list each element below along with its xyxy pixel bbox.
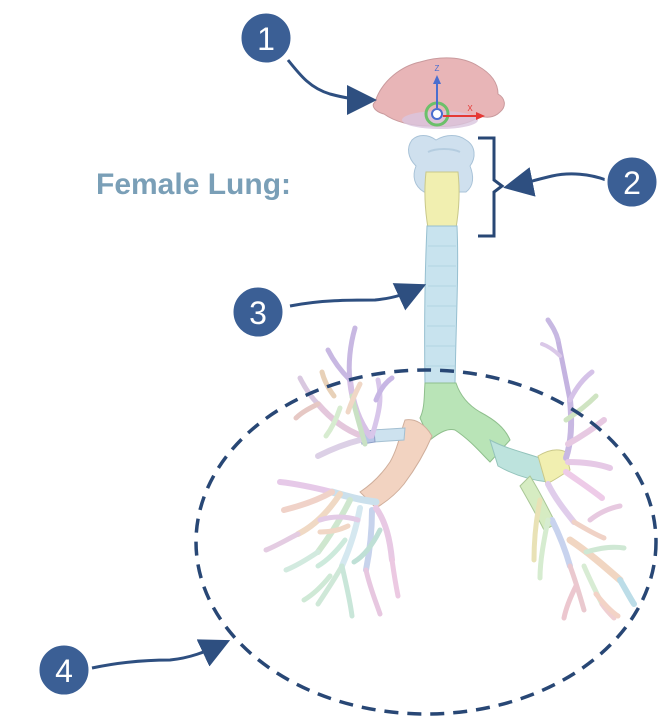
callout-2-label: 2: [623, 165, 641, 201]
upper-trachea: [425, 172, 459, 228]
left-bronchial-tree: [266, 328, 398, 616]
callout-3: 3: [232, 286, 284, 338]
callout-2: 2: [606, 156, 658, 208]
x-axis-label: X: [467, 104, 473, 113]
arrow-4: [92, 644, 222, 668]
arrow-1: [288, 60, 368, 100]
callout-3-label: 3: [249, 295, 267, 331]
arrow-3: [290, 288, 418, 306]
callout-4: 4: [38, 644, 90, 696]
airway-model: Z X: [266, 58, 634, 618]
z-axis-label: Z: [435, 64, 440, 73]
arrow-2: [512, 174, 606, 186]
callout-4-label: 4: [55, 653, 73, 689]
larynx-bracket: [478, 138, 502, 236]
callout-1: 1: [240, 12, 292, 64]
callout-1-label: 1: [257, 21, 275, 57]
